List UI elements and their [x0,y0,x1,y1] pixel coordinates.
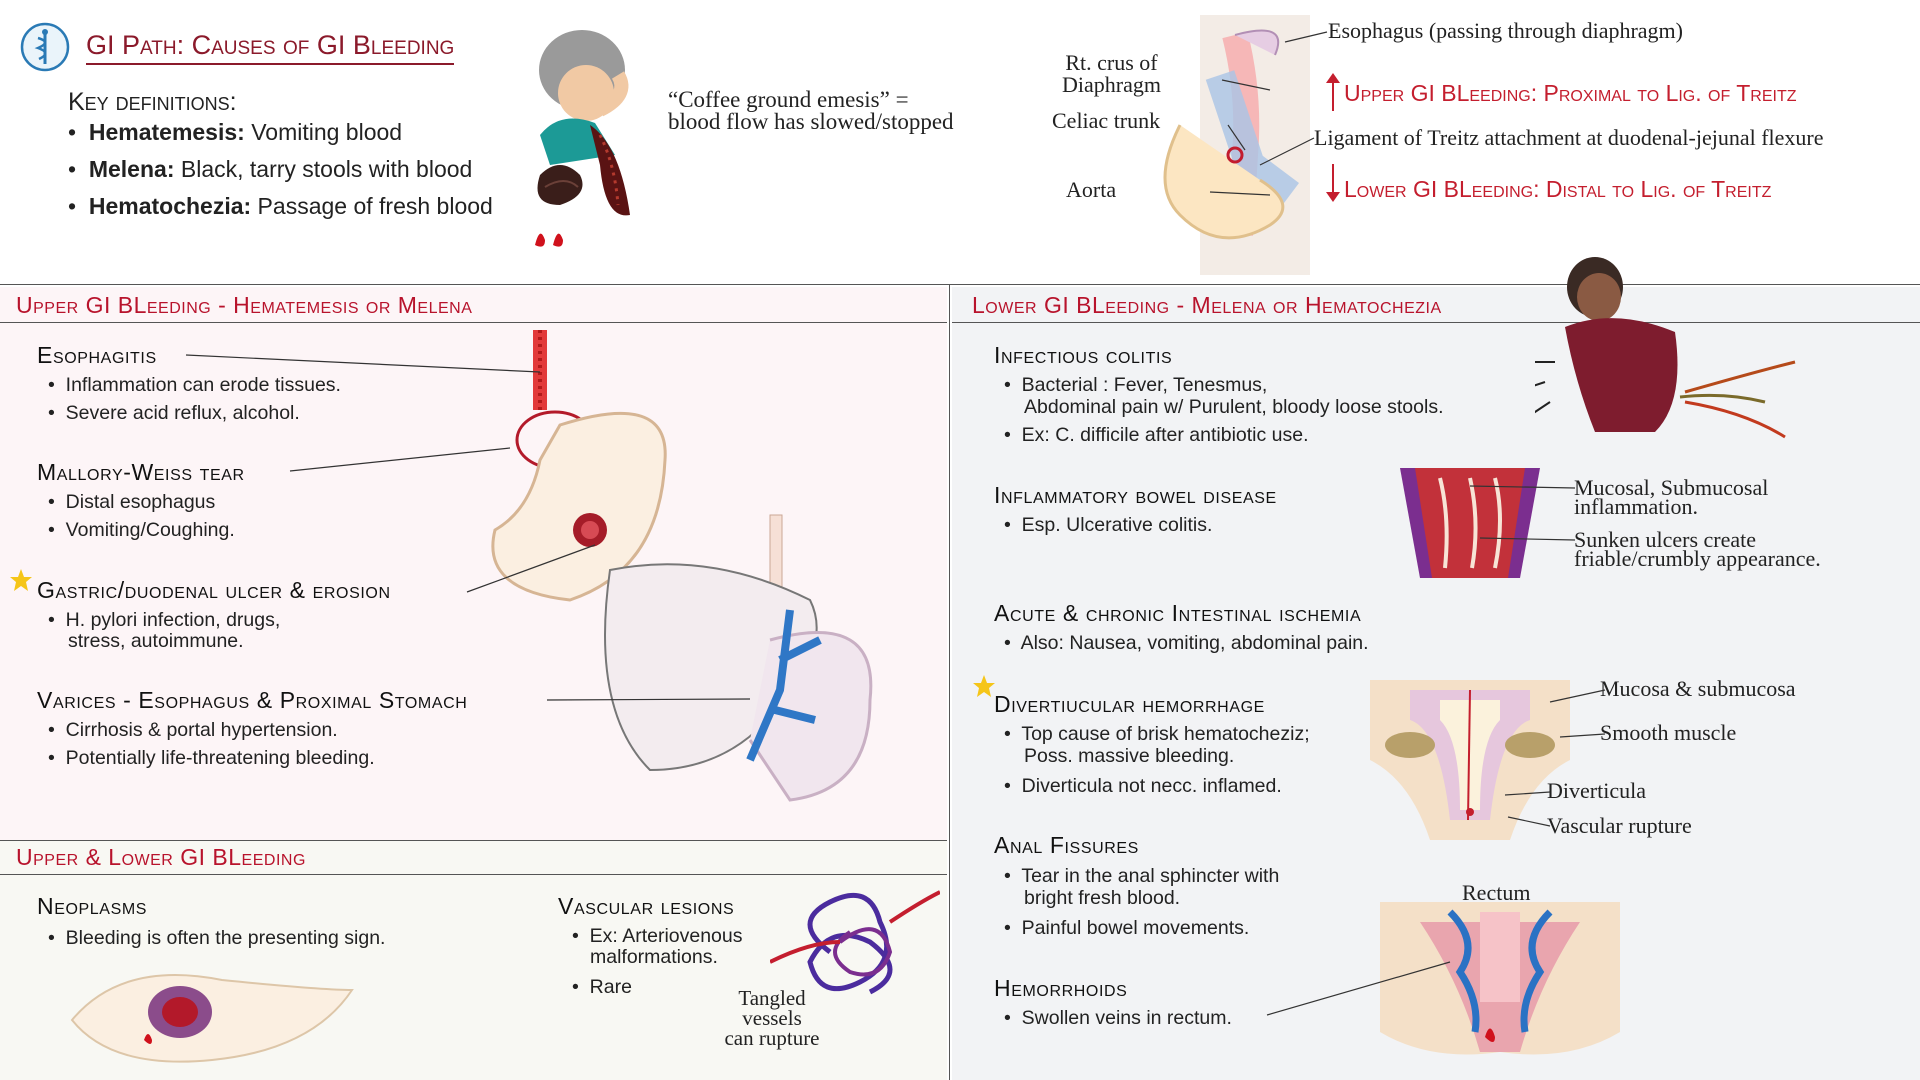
coffee-ground-note: “Coffee ground emesis” = blood flow has … [668,87,954,134]
topic-mallory-weiss: Mallory-Weiss tear [37,459,245,485]
label-diverticula: Diverticula [1547,778,1646,803]
divert-leader-lines [1504,689,1606,827]
star-icon [972,674,996,703]
hemorrhoid-leader-line [1266,961,1451,1016]
tangled-vessels-illustration [769,882,941,1017]
ibd-tissue-illustration [1400,468,1540,583]
topic-varices: Varices - Esophagus & Proximal Stomach [37,687,468,713]
ibd-label-mucosal: Mucosal, Submucosal inflammation. [1574,475,1769,519]
vascular-item: • Ex: Arteriovenous [572,925,743,947]
divider-upper-head [0,322,947,323]
diverticula-illustration [1370,680,1570,855]
anatomy-treitz-illustration [1140,15,1340,280]
star-icon [9,568,33,597]
logo-icon [20,22,70,77]
topic-vascular-lesions: Vascular lesions [558,893,735,919]
colitis-item: • Bacterial : Fever, Tenesmus, [1004,374,1268,396]
colitis-item: Abdominal pain w/ Purulent, bloody loose… [1024,396,1444,418]
mallory-weiss-item: • Vomiting/Coughing. [48,519,235,541]
ibd-item: • Esp. Ulcerative colitis. [1004,514,1213,536]
topic-ischemia: Acute & chronic Intestinal ischemia [994,600,1362,626]
fissures-item: bright fresh blood. [1024,887,1181,909]
topic-hemorrhoids: Hemorrhoids [994,975,1128,1001]
topic-infectious-colitis: Infectious colitis [994,342,1173,368]
vascular-item: malformations. [590,946,718,968]
label-esophagus: Esophagus (passing through diaphragm) [1328,18,1683,43]
neoplasms-item: • Bleeding is often the presenting sign. [48,927,386,949]
varices-item: • Cirrhosis & portal hypertension. [48,719,338,741]
topic-diverticular: Divertiucular hemorrhage [994,691,1265,717]
arrow-up-icon [1326,73,1340,118]
arrow-down-icon [1326,164,1340,209]
rectum-illustration [1380,902,1620,1077]
key-definitions-label: Key definitions: [68,88,237,116]
hemorrhoids-item: • Swollen veins in rectum. [1004,1007,1232,1029]
ulcer-item: stress, autoimmune. [68,630,244,652]
anatomy-leader-lines [1209,31,1328,196]
vomiting-person-illustration [520,15,680,255]
diverticular-item: • Diverticula not necc. inflamed. [1004,775,1282,797]
page-title: GI Path: Causes of GI Bleeding [86,30,455,65]
esophagitis-item: • Severe acid reflux, alcohol. [48,402,300,424]
neoplasm-illustration [62,950,362,1075]
ibd-label-ulcers: Sunken ulcers create friable/crumbly app… [1574,527,1821,571]
esophagitis-item: • Inflammation can erode tissues. [48,374,341,396]
ulcer-item: • H. pylori infection, drugs, [48,609,281,631]
ibd-leader-lines [1469,485,1576,541]
divider-vertical [949,284,950,1080]
lower-gi-heading: Lower GI BLeeding - Melena or Hematochez… [972,292,1442,318]
topic-esophagitis: Esophagitis [37,342,157,368]
label-ligament: Ligament of Treitz attachment at duodena… [1314,125,1824,150]
fissures-item: • Tear in the anal sphincter with [1004,865,1280,887]
topic-ibd: Inflammatory bowel disease [994,482,1277,508]
upper-gi-definition: Upper GI BLeeding: Proximal to Lig. of T… [1344,80,1797,106]
definition-melena: • Melena: Black, tarry stools with blood [68,156,473,182]
mallory-weiss-item: • Distal esophagus [48,491,216,513]
label-mucosa: Mucosa & submucosa [1600,676,1796,701]
label-aorta: Aorta [1066,177,1117,202]
upper-gi-heading: Upper GI BLeeding - Hematemesis or Melen… [16,292,473,318]
label-rectum: Rectum [1462,880,1531,905]
label-smooth-muscle: Smooth muscle [1600,720,1737,745]
divider-both-top [0,840,947,841]
divider-both-head [0,874,947,875]
diverticular-item: Poss. massive bleeding. [1024,745,1235,767]
both-gi-heading: Upper & Lower GI BLeeding [16,844,306,870]
topic-ulcer: Gastric/duodenal ulcer & erosion [37,577,391,603]
diverticular-item: • Top cause of brisk hematocheziz; [1004,723,1310,745]
definition-hematemesis: • Hematemesis: Vomiting blood [68,119,403,145]
upper-leader-lines [185,354,751,701]
divider-top [0,284,1920,285]
stomach-illustration [470,330,710,615]
tangled-vessels-label: Tangled vessels can rupture [724,986,820,1050]
lower-gi-definition: Lower GI BLeeding: Distal to Lig. of Tre… [1344,176,1772,202]
label-celiac: Celiac trunk [1052,108,1161,133]
ischemia-item: • Also: Nausea, vomiting, abdominal pain… [1004,632,1369,654]
colitis-item: • Ex: C. difficile after antibiotic use. [1004,424,1309,446]
divider-lower-head [952,322,1920,323]
topic-neoplasms: Neoplasms [37,893,148,919]
sick-person-illustration [1514,252,1805,467]
label-crus: Rt. crus of Diaphragm [1062,50,1161,97]
topic-anal-fissures: Anal Fissures [994,832,1139,858]
varices-item: • Potentially life-threatening bleeding. [48,747,375,769]
definition-hematochezia: • Hematochezia: Passage of fresh blood [68,193,493,219]
liver-illustration [590,510,890,815]
vascular-item: • Rare [572,976,632,998]
fissures-item: • Painful bowel movements. [1004,917,1250,939]
label-vascular-rupture: Vascular rupture [1547,813,1692,838]
